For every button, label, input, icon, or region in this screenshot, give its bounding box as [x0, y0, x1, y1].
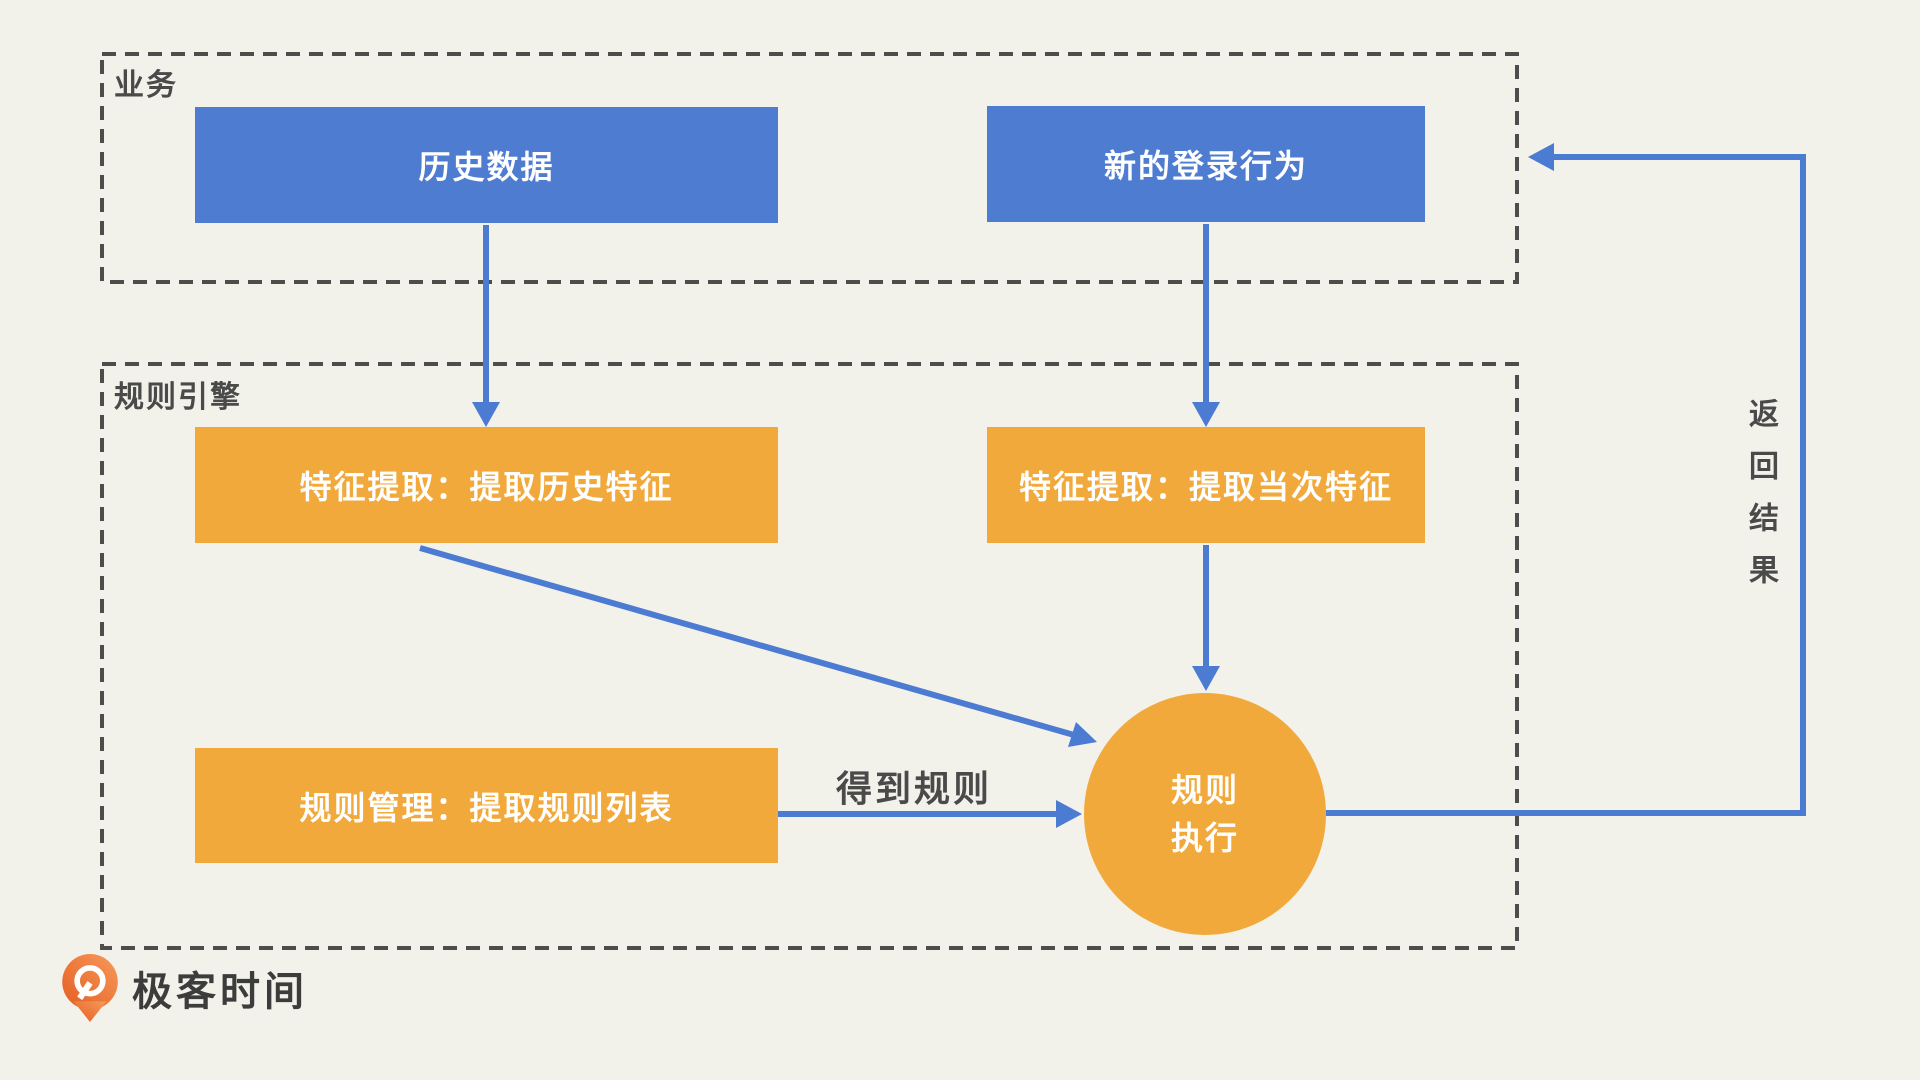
rule-engine-group-border [100, 362, 1519, 950]
edge-label-get-rules: 得到规则 [836, 768, 993, 809]
arrow-newlogin-to-feature-current [1192, 224, 1220, 427]
rule-engine-group-label: 规则引擎 [114, 381, 242, 414]
business-group-border [100, 52, 1519, 284]
arrow-feature-history-to-rule-exec [419, 545, 1097, 747]
rule-execution-line1: 规则 [1170, 772, 1239, 808]
arrow-return-result [1326, 143, 1806, 816]
business-group-label: 业务 [114, 69, 178, 102]
arrow-historical-to-feature-history [472, 225, 500, 427]
node-rule-execution: 规则 执行 [1084, 693, 1326, 935]
rule-execution-line2: 执行 [1170, 820, 1239, 856]
geektime-logo: 极客时间 [58, 952, 308, 1024]
node-new-login-behavior: 新的登录行为 [987, 106, 1425, 222]
node-feature-extract-history: 特征提取：提取历史特征 [195, 427, 778, 543]
node-rule-management: 规则管理：提取规则列表 [195, 748, 778, 863]
arrow-feature-current-to-rule-exec [1192, 545, 1220, 691]
edge-label-return-result: 返回结果 [1744, 398, 1777, 606]
arrow-rule-mgmt-to-rule-exec [778, 800, 1082, 828]
node-historical-data: 历史数据 [195, 107, 778, 223]
node-feature-extract-current: 特征提取：提取当次特征 [987, 427, 1425, 543]
geektime-logo-text: 极客时间 [132, 970, 308, 1014]
geektime-logo-icon [62, 954, 118, 1022]
